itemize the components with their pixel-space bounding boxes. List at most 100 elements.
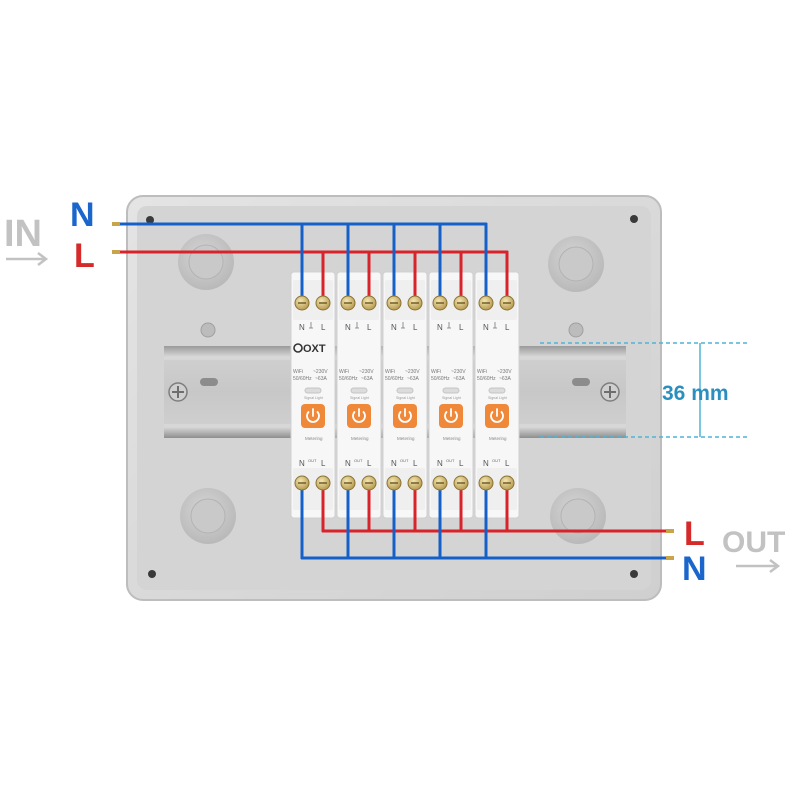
spec-wifi: WiFi bbox=[477, 369, 487, 375]
in-arrow-icon bbox=[6, 252, 49, 266]
spec-wifi: WiFi bbox=[431, 369, 441, 375]
ground-icon bbox=[401, 322, 405, 329]
terminal-label: L bbox=[413, 459, 418, 468]
ground-icon bbox=[493, 322, 497, 329]
dimension-annotation: 36 mm bbox=[540, 342, 750, 438]
terminal-screw bbox=[386, 475, 402, 491]
signal-light-label: Signal Light bbox=[442, 396, 461, 400]
signal-light bbox=[442, 387, 460, 394]
terminal-screw bbox=[499, 475, 515, 491]
terminal-label: L bbox=[459, 323, 464, 332]
signal-light-label: Signal Light bbox=[350, 396, 369, 400]
ground-icon bbox=[355, 322, 359, 329]
power-icon bbox=[352, 408, 366, 423]
terminal-screw bbox=[478, 295, 494, 311]
dimension-label: 36 mm bbox=[662, 382, 729, 405]
spec-wifi: WiFi bbox=[339, 369, 349, 375]
wire-end bbox=[112, 222, 120, 226]
power-button[interactable] bbox=[439, 404, 463, 428]
in-label: IN bbox=[4, 213, 42, 255]
terminal-screw bbox=[386, 295, 402, 311]
terminal-label: L bbox=[505, 323, 510, 332]
mounting-hole bbox=[146, 216, 154, 224]
spec-current: ~63A bbox=[315, 376, 327, 382]
signal-light-label: Signal Light bbox=[488, 396, 507, 400]
rail-post bbox=[200, 322, 216, 338]
power-button[interactable] bbox=[347, 404, 371, 428]
power-button[interactable] bbox=[301, 404, 325, 428]
terminal-screw bbox=[315, 475, 331, 491]
terminal-label: N bbox=[299, 459, 305, 468]
spec-frequency: 50/60Hz bbox=[431, 376, 450, 382]
terminal-label: OUT bbox=[354, 458, 363, 463]
terminal-label: L bbox=[367, 459, 372, 468]
terminal-label: OUT bbox=[400, 458, 409, 463]
terminal-screw bbox=[453, 475, 469, 491]
terminal-label: L bbox=[413, 323, 418, 332]
spec-current: ~63A bbox=[453, 376, 465, 382]
wire-end bbox=[112, 250, 120, 254]
output-live-label: L bbox=[684, 515, 705, 553]
terminal-label: N bbox=[391, 459, 397, 468]
spec-current: ~63A bbox=[361, 376, 373, 382]
signal-light bbox=[488, 387, 506, 394]
metering-label: Metering bbox=[489, 436, 507, 441]
terminal-label: L bbox=[321, 459, 326, 468]
spec-frequency: 50/60Hz bbox=[339, 376, 358, 382]
rail-post bbox=[568, 322, 584, 338]
terminal-screw bbox=[432, 475, 448, 491]
spec-frequency: 50/60Hz bbox=[293, 376, 312, 382]
terminal-screw bbox=[407, 475, 423, 491]
terminal-screw bbox=[361, 295, 377, 311]
wiring bbox=[112, 222, 674, 560]
spec-wifi: WiFi bbox=[385, 369, 395, 375]
terminal-screw bbox=[432, 295, 448, 311]
metering-label: Metering bbox=[305, 436, 323, 441]
wire-end bbox=[666, 529, 674, 533]
power-button[interactable] bbox=[485, 404, 509, 428]
terminal-label: N bbox=[483, 323, 489, 332]
corner-boss bbox=[178, 234, 234, 290]
terminal-label: L bbox=[505, 459, 510, 468]
terminal-label: N bbox=[437, 459, 443, 468]
metering-label: Metering bbox=[443, 436, 461, 441]
corner-boss bbox=[180, 488, 236, 544]
power-button[interactable] bbox=[393, 404, 417, 428]
spec-voltage: ~230V bbox=[359, 369, 374, 375]
spec-current: ~63A bbox=[499, 376, 511, 382]
signal-light bbox=[350, 387, 368, 394]
terminal-label: N bbox=[391, 323, 397, 332]
power-icon bbox=[398, 408, 412, 423]
signal-light-label: Signal Light bbox=[396, 396, 415, 400]
spec-wifi: WiFi bbox=[293, 369, 303, 375]
signal-light bbox=[396, 387, 414, 394]
output-labels: L N OUT bbox=[682, 515, 785, 588]
input-live-label: L bbox=[74, 237, 95, 275]
power-icon bbox=[444, 408, 458, 423]
power-icon bbox=[490, 408, 504, 423]
terminal-label: N bbox=[437, 323, 443, 332]
terminal-screw bbox=[499, 295, 515, 311]
terminal-screw bbox=[340, 295, 356, 311]
ground-icon bbox=[309, 322, 313, 329]
rail-screw bbox=[600, 382, 620, 402]
terminal-screw bbox=[407, 295, 423, 311]
signal-light bbox=[304, 387, 322, 394]
power-icon bbox=[306, 408, 320, 423]
terminal-screw bbox=[294, 475, 310, 491]
output-neutral-label: N bbox=[682, 550, 707, 588]
terminal-screw bbox=[315, 295, 331, 311]
spec-frequency: 50/60Hz bbox=[477, 376, 496, 382]
signal-light-label: Signal Light bbox=[304, 396, 323, 400]
spec-voltage: ~230V bbox=[497, 369, 512, 375]
wire-end bbox=[666, 556, 674, 560]
terminal-screw bbox=[294, 295, 310, 311]
out-arrow-icon bbox=[736, 559, 781, 573]
terminal-screw bbox=[453, 295, 469, 311]
metering-label: Metering bbox=[351, 436, 369, 441]
terminal-label: OUT bbox=[492, 458, 501, 463]
terminal-label: OUT bbox=[446, 458, 455, 463]
terminal-label: N bbox=[299, 323, 305, 332]
terminal-label: N bbox=[345, 323, 351, 332]
